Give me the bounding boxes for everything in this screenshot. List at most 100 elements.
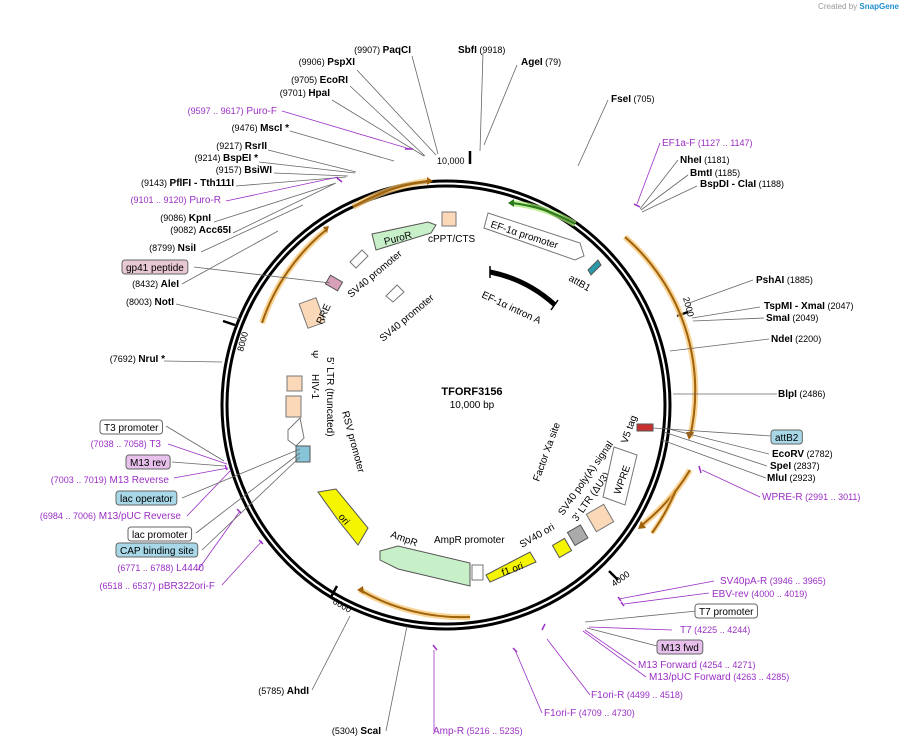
enzyme-label[interactable]: PshAI (1885) bbox=[756, 275, 813, 286]
enzyme-label[interactable]: (8003) NotI bbox=[126, 297, 174, 308]
feature-box-label[interactable]: T3 promoter bbox=[99, 419, 163, 435]
sv40-promoter-arrow-2[interactable] bbox=[385, 284, 405, 303]
ampr-promoter-label: AmpR promoter bbox=[434, 535, 505, 546]
tick-label: 6000 bbox=[331, 596, 353, 615]
enzyme-label[interactable]: FseI (705) bbox=[611, 94, 655, 105]
feature-box-label[interactable]: gp41 peptide bbox=[121, 259, 189, 275]
factorxa-label: Factor Xa site bbox=[531, 421, 563, 483]
primer-label[interactable]: (9597 .. 9617) Puro-F bbox=[188, 106, 277, 117]
primer-label[interactable]: F1ori-F (4709 .. 4730) bbox=[544, 708, 635, 719]
enzyme-label[interactable]: AgeI (79) bbox=[521, 57, 561, 68]
svg-text:f1 ori: f1 ori bbox=[500, 561, 525, 579]
enzyme-label[interactable]: (9086) KpnI bbox=[160, 213, 211, 224]
feature-box-label[interactable]: lac operator bbox=[115, 490, 178, 506]
feature-wpre[interactable]: WPRE bbox=[602, 446, 638, 506]
feature-rre-box[interactable] bbox=[298, 297, 326, 329]
primer-leader-lines bbox=[167, 110, 761, 731]
snapgene-logo: SnapGene bbox=[859, 2, 899, 11]
enzyme-label[interactable]: NheI (1181) bbox=[680, 155, 730, 166]
primer-label[interactable]: F1ori-R (4499 .. 4518) bbox=[591, 690, 683, 701]
feature-box-label[interactable]: M13 rev bbox=[125, 454, 171, 470]
enzyme-label[interactable]: (5304) ScaI bbox=[332, 726, 381, 737]
feature-box-label[interactable]: attB2 bbox=[770, 429, 803, 445]
enzyme-label[interactable]: (9906) PspXI bbox=[299, 57, 356, 68]
primer-label[interactable]: EBV-rev (4000 .. 4019) bbox=[712, 589, 807, 600]
primer-label[interactable]: SV40pA-R (3946 .. 3965) bbox=[720, 576, 826, 587]
primer-label[interactable]: (7003 .. 7019) M13 Reverse bbox=[51, 475, 170, 486]
primer-label[interactable]: WPRE-R (2991 .. 3011) bbox=[762, 492, 860, 503]
ampr-promoter-arrow[interactable] bbox=[471, 564, 484, 581]
primer-label[interactable]: T7 (4225 .. 4244) bbox=[680, 625, 750, 636]
ltr3-box[interactable] bbox=[585, 503, 615, 533]
enzyme-label[interactable]: (8432) AleI bbox=[132, 279, 179, 290]
enzyme-label[interactable]: SbfI (9918) bbox=[458, 45, 505, 56]
enzyme-label[interactable]: (9217) RsrII bbox=[216, 141, 267, 152]
feature-ori[interactable]: ori bbox=[317, 488, 369, 546]
primer-label[interactable]: (6518 .. 6537) pBR322ori-F bbox=[99, 581, 215, 592]
enzyme-label[interactable]: (9907) PaqCI bbox=[354, 45, 411, 56]
primer-label[interactable]: M13/pUC Forward (4263 .. 4285) bbox=[649, 672, 789, 683]
enzyme-label[interactable]: MluI (2923) bbox=[767, 473, 816, 484]
svg-text:attB2: attB2 bbox=[775, 433, 799, 444]
hiv-box[interactable] bbox=[286, 375, 303, 392]
enzyme-label[interactable]: (5785) AhdI bbox=[258, 686, 309, 697]
enzyme-label[interactable]: (9214) BspEI * bbox=[194, 153, 258, 164]
tick-label: 10,000 bbox=[437, 156, 465, 166]
ltr5-box[interactable] bbox=[285, 395, 302, 418]
primer-label[interactable]: (6771 .. 6788) L4440 bbox=[117, 563, 204, 574]
enzyme-label[interactable]: BspDI - ClaI (1188) bbox=[700, 179, 784, 190]
svg-text:CAP binding site: CAP binding site bbox=[120, 546, 194, 557]
primer-label[interactable]: M13 Forward (4254 .. 4271) bbox=[638, 660, 755, 671]
enzyme-label[interactable]: (9082) Acc65I bbox=[170, 225, 231, 236]
enzyme-label[interactable]: (8799) NsiI bbox=[149, 243, 196, 254]
ef1a-intron-label: EF-1α intron A bbox=[480, 290, 543, 327]
enzyme-label[interactable]: (9157) BsiWI bbox=[216, 165, 273, 176]
rsv-promoter-arrow[interactable] bbox=[287, 416, 305, 447]
rsv-promoter-label: RSV promoter bbox=[339, 410, 366, 475]
backbone-inner-ring bbox=[225, 184, 667, 626]
hiv-label: HIV-1 bbox=[309, 374, 320, 399]
svg-text:gp41 peptide: gp41 peptide bbox=[126, 263, 184, 274]
svg-text:M13 fwd: M13 fwd bbox=[661, 643, 699, 654]
primer-label[interactable]: (6984 .. 7006) M13/pUC Reverse bbox=[40, 511, 182, 522]
primer-label[interactable]: Amp-R (5216 .. 5235) bbox=[433, 726, 523, 737]
sv40-ori-box[interactable] bbox=[551, 537, 573, 559]
feature-box-label[interactable]: M13 fwd bbox=[656, 639, 704, 655]
enzyme-label[interactable]: (9705) EcoRI bbox=[291, 75, 348, 86]
psi-label: Ψ bbox=[308, 350, 319, 358]
svg-text:ori: ori bbox=[336, 512, 352, 528]
enzyme-label[interactable]: (9701) HpaI bbox=[280, 88, 330, 99]
primer-label[interactable]: (9101 .. 9120) Puro-R bbox=[131, 195, 222, 206]
enzyme-label[interactable]: SpeI (2837) bbox=[770, 461, 820, 472]
v5-marker[interactable] bbox=[636, 423, 654, 432]
enzyme-label[interactable]: NdeI (2200) bbox=[771, 334, 821, 345]
primer-label[interactable]: EF1a-F (1127 .. 1147) bbox=[662, 138, 753, 149]
enzyme-label[interactable]: BlpI (2486) bbox=[778, 389, 825, 400]
ltr5-label: 5' LTR (truncated) bbox=[324, 357, 335, 437]
enzyme-label[interactable]: (9143) PflFI - Tth111I bbox=[141, 178, 234, 189]
enzyme-label[interactable]: BmtI (1185) bbox=[690, 168, 740, 179]
feature-box-label[interactable]: lac promoter bbox=[127, 526, 193, 542]
backbone-outer-ring bbox=[220, 179, 672, 631]
gp41-feature[interactable] bbox=[324, 274, 344, 292]
feature-cppt-box[interactable] bbox=[441, 211, 457, 227]
feature-box-label[interactable]: T7 promoter bbox=[694, 603, 758, 619]
sv40-promoter-label-2: SV40 promoter bbox=[378, 292, 437, 344]
enzyme-label[interactable]: EcoRV (2782) bbox=[772, 449, 833, 460]
enzyme-label[interactable]: (7692) NruI * bbox=[110, 354, 165, 365]
sv40-promoter-arrow-1[interactable] bbox=[349, 249, 369, 269]
feature-puror[interactable]: PuroR bbox=[371, 221, 437, 251]
feature-f1ori[interactable]: f1 ori bbox=[485, 551, 537, 583]
svg-text:M13 rev: M13 rev bbox=[130, 458, 166, 469]
svg-text:lac operator: lac operator bbox=[120, 494, 173, 505]
enzyme-label[interactable]: SmaI (2049) bbox=[766, 313, 818, 324]
attb1-marker[interactable] bbox=[587, 259, 602, 276]
enzyme-label[interactable]: TspMI - XmaI (2047) bbox=[764, 301, 853, 312]
cppt-label: cPPT/CTS bbox=[428, 234, 476, 245]
primer-label[interactable]: (7038 .. 7058) T3 bbox=[91, 439, 162, 450]
svg-text:AmpR: AmpR bbox=[389, 529, 419, 549]
feature-box-label[interactable]: CAP binding site bbox=[115, 542, 199, 558]
enzyme-label[interactable]: (9476) MscI * bbox=[232, 123, 290, 134]
plasmid-name: TFORF3156 bbox=[441, 386, 502, 398]
sv40-pa-box[interactable] bbox=[566, 524, 589, 547]
